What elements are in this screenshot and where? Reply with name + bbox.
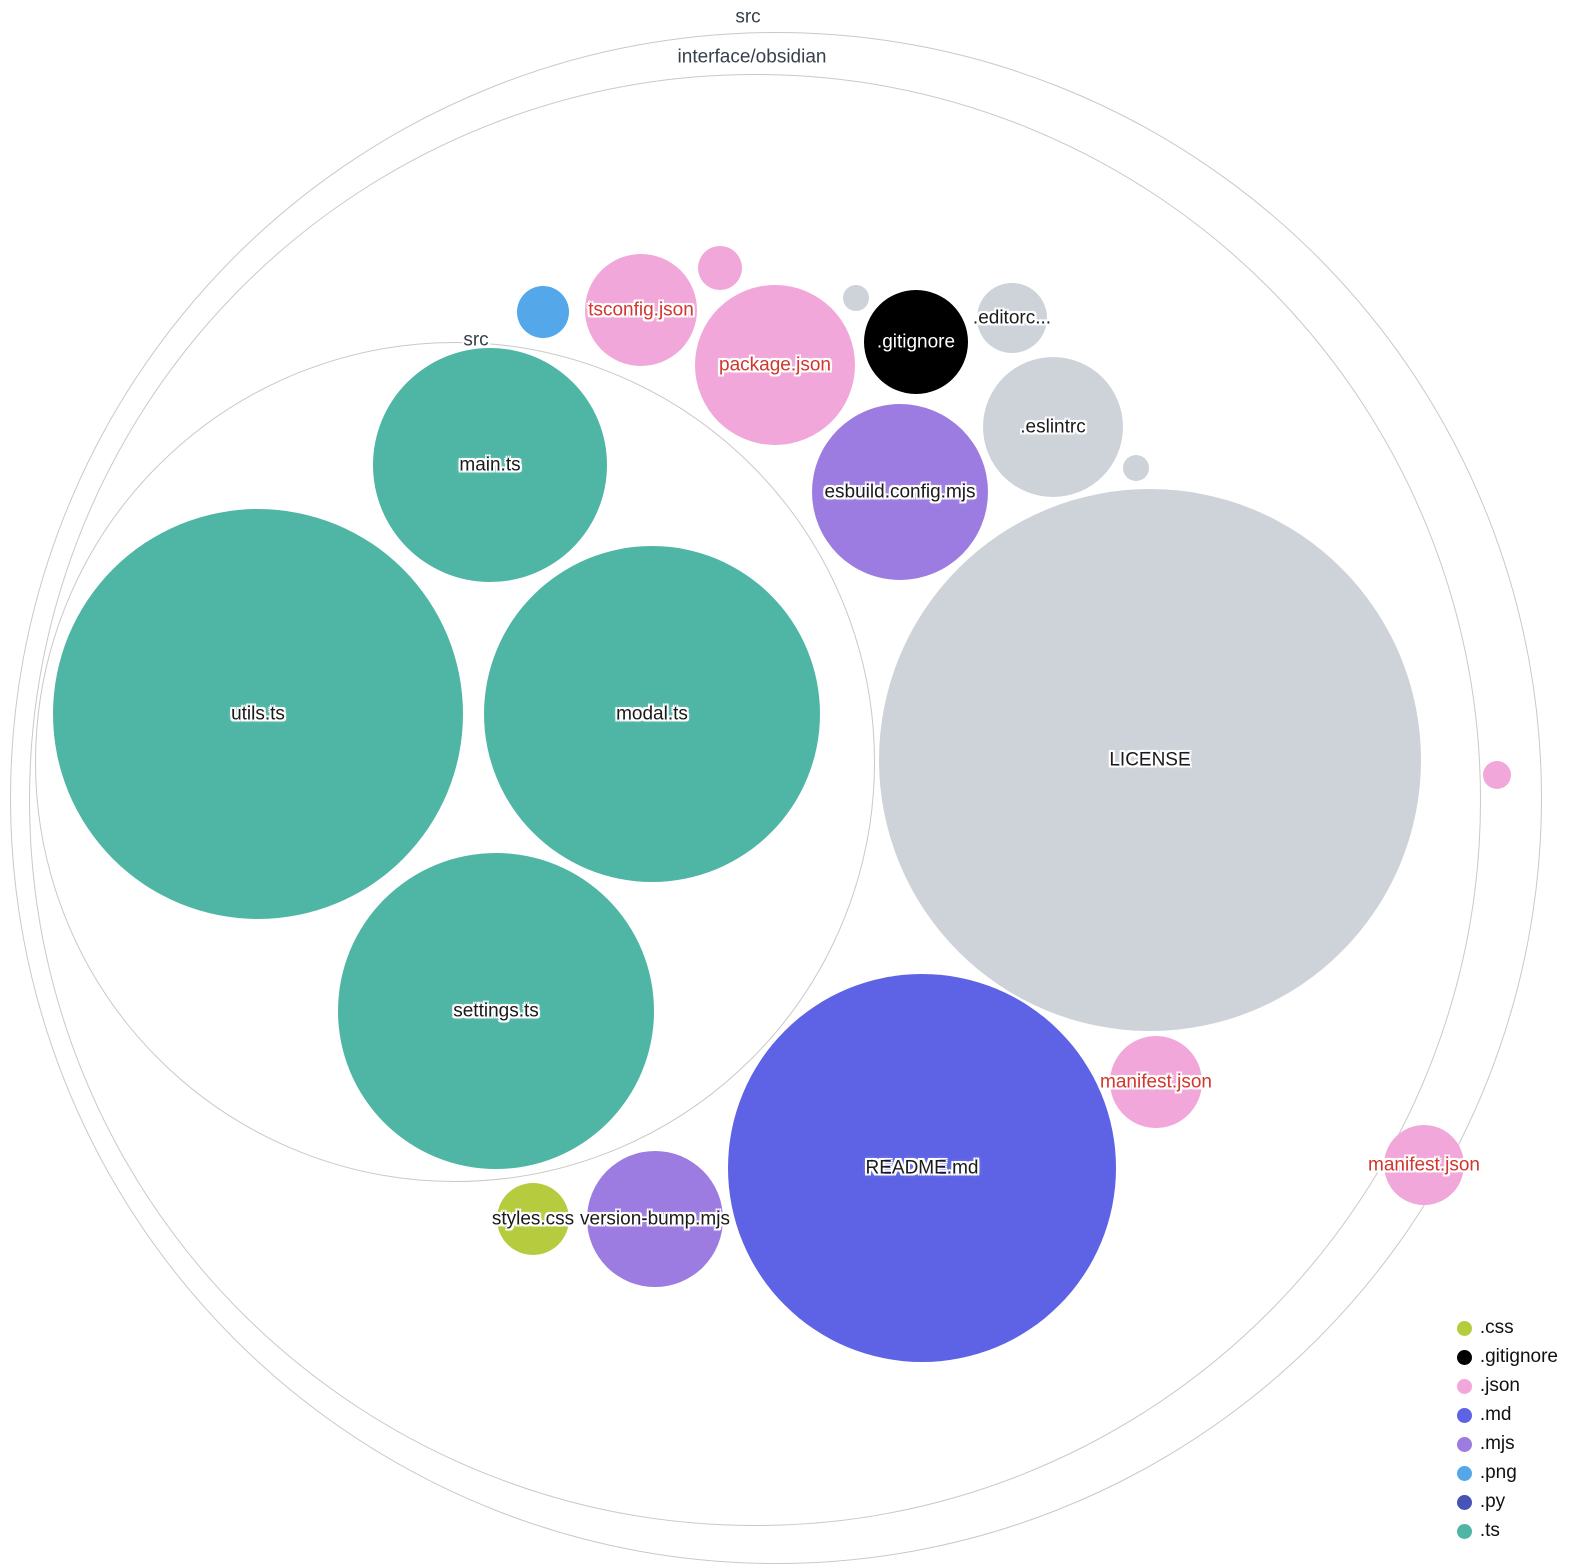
legend-label-mjs: .mjs [1479,1433,1515,1454]
file-bubble-eslintrc [983,357,1123,497]
file-bubble-manifest-json [1384,1125,1464,1205]
file-bubble-styles-css [497,1183,569,1255]
file-label-license: LICENSE [1109,749,1191,771]
file-bubble-editorc [977,283,1047,353]
legend-label-md: .md [1479,1404,1512,1425]
file-label-main-ts: main.ts [459,454,521,476]
legend-item-mjs: .mjs [1456,1433,1558,1455]
file-bubble-main-ts [373,348,607,582]
legend-label-gitignore: .gitignore [1479,1346,1558,1367]
legend-label-json: .json [1479,1375,1520,1396]
file-label-manifest-json: manifest.json [1100,1071,1212,1093]
file-bubble-license [879,489,1421,1031]
file-bubble-settings-ts [338,853,654,1169]
legend-label-css: .css [1479,1317,1514,1338]
folder-circle-src [35,342,875,1182]
file-label-readme-md: README.md [865,1157,979,1179]
file-label-editorc: .editorc... [972,307,1052,329]
folder-label-root: src [735,6,761,28]
legend-item-gitignore: .gitignore [1456,1346,1558,1368]
file-label-utils-ts: utils.ts [231,703,285,725]
file-label-modal-ts: modal.ts [616,703,688,725]
file-label-package-json: package.json [719,354,831,376]
legend-dot-json [1456,1378,1472,1394]
file-bubble-esbuild-config-mjs [812,404,988,580]
file-label-manifest-json: manifest.json [1368,1154,1480,1176]
file-bubble-modal-ts [484,546,820,882]
file-label-tsconfig-json: tsconfig.json [588,299,694,321]
legend-item-ts: .ts [1456,1520,1558,1542]
file-bubble-tsconfig-json [585,254,697,366]
file-bubble-readme-md [728,974,1116,1362]
file-bubble-manifest-json [1110,1036,1202,1128]
file-label-eslintrc: .eslintrc [1020,416,1086,438]
legend-dot-mjs [1456,1436,1472,1452]
legend-dot-gitignore [1456,1349,1472,1365]
folder-label-src: src [463,329,489,351]
file-bubble-none [843,285,869,311]
file-bubble-png [517,286,569,338]
file-bubble-gitignore [864,290,968,394]
legend-item-png: .png [1456,1462,1558,1484]
legend: .css .gitignore .json .md .mjs .png .py .ts [1456,1317,1558,1542]
file-label-gitignore: .gitignore [876,331,956,353]
file-bubble-utils-ts [53,509,463,919]
file-bubble-json [698,246,742,290]
legend-item-py: .py [1456,1491,1558,1513]
file-label-styles-css: styles.css [491,1208,575,1230]
legend-dot-css [1456,1320,1472,1336]
legend-label-py: .py [1479,1491,1506,1512]
legend-label-png: .png [1479,1462,1517,1483]
legend-dot-md [1456,1407,1472,1423]
folder-circle-root [10,32,1542,1564]
folder-label-interface-obsidian: interface/obsidian [677,46,827,68]
legend-dot-png [1456,1465,1472,1481]
file-label-version-bump-mjs: version-bump.mjs [580,1208,730,1230]
legend-item-css: .css [1456,1317,1558,1339]
file-bubble-package-json [695,285,855,445]
file-bubble-none [1123,455,1149,481]
legend-label-ts: .ts [1479,1520,1500,1541]
legend-item-md: .md [1456,1404,1558,1426]
file-label-settings-ts: settings.ts [453,1000,539,1022]
legend-item-json: .json [1456,1375,1558,1397]
file-bubble-json [1483,761,1511,789]
legend-dot-py [1456,1494,1472,1510]
file-label-esbuild-config-mjs: esbuild.config.mjs [824,481,976,503]
legend-dot-ts [1456,1523,1472,1539]
folder-circle-interface-obsidian [29,74,1481,1526]
file-bubble-version-bump-mjs [587,1151,723,1287]
